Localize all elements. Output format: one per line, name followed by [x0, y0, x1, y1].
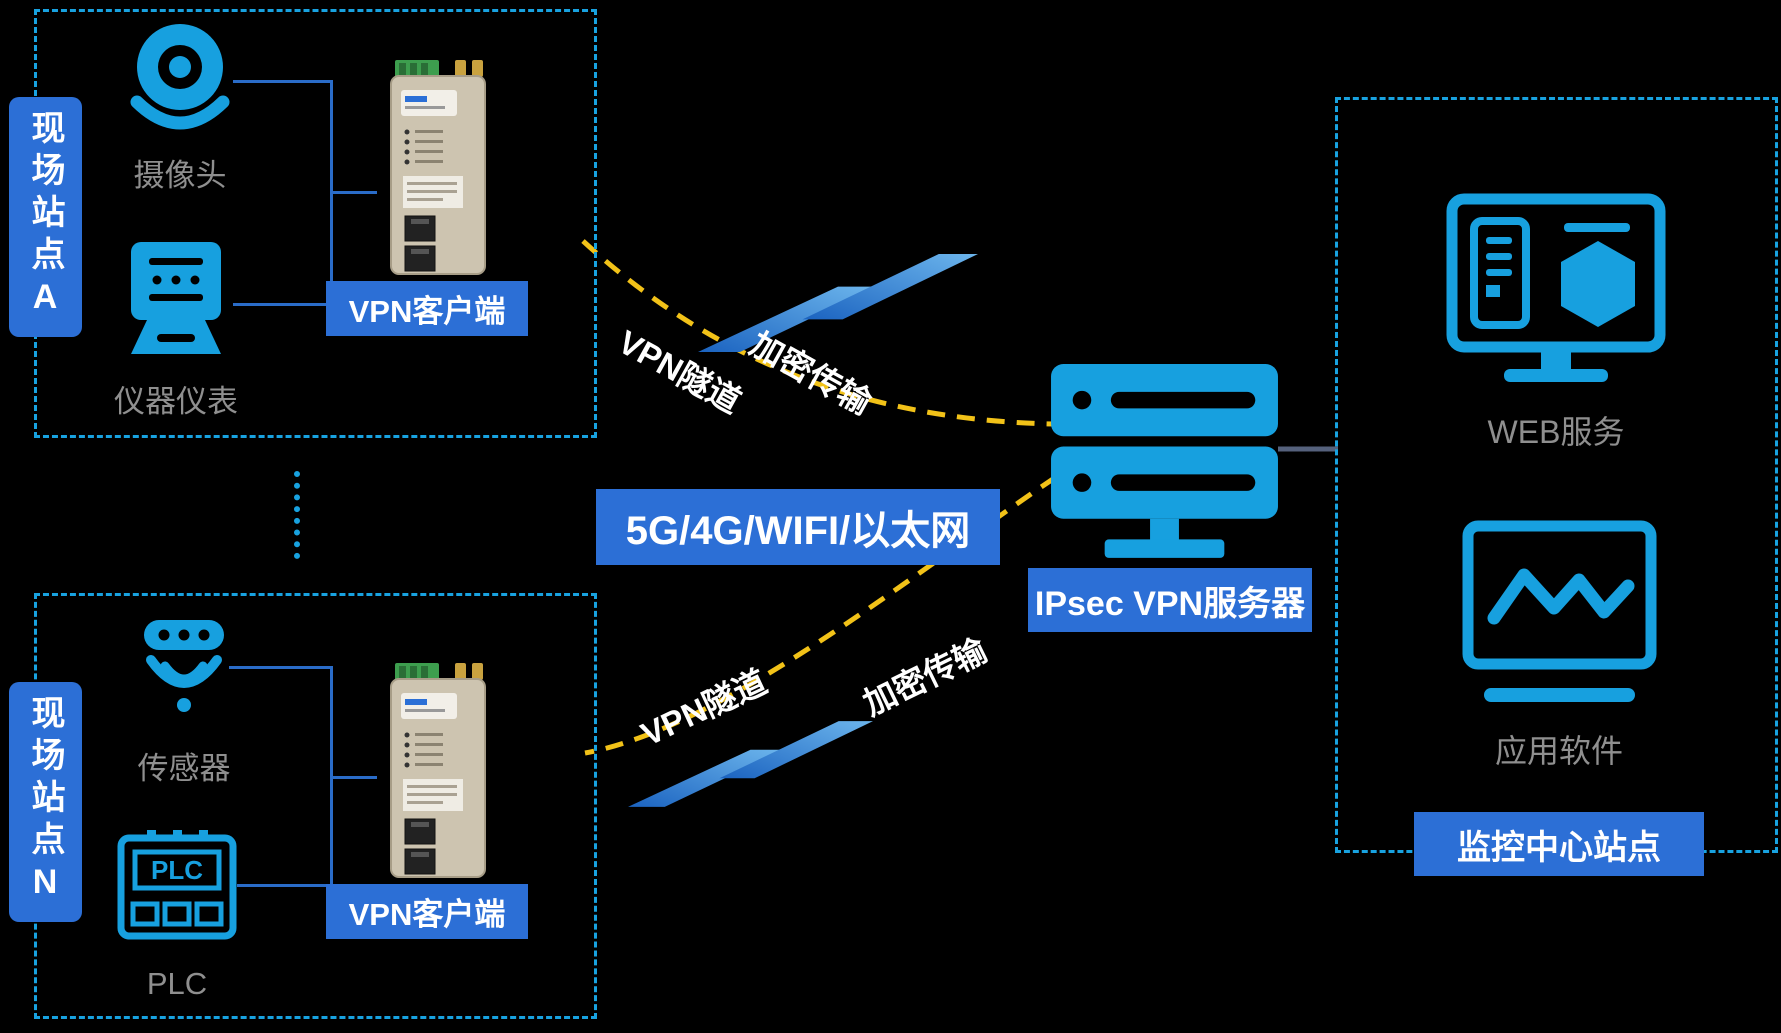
site-a-box: [34, 9, 597, 438]
web-service-label: WEB服务: [1487, 414, 1625, 450]
vpn-client-n-label: VPN客户端: [326, 884, 528, 939]
camera-label: 摄像头: [133, 157, 227, 193]
connector-line: [229, 666, 332, 669]
plc-icon: PLC: [117, 830, 237, 940]
vpn-server-icon: [1051, 364, 1278, 558]
lightning-bolt-top-icon: [698, 254, 978, 352]
site-n-box: [34, 593, 597, 1019]
connector-line: [330, 191, 377, 194]
site-n-title: 现场站点N: [9, 682, 82, 922]
app-software-icon: [1462, 520, 1657, 702]
encrypt-bottom-label: 加密传输: [857, 631, 993, 723]
site-a-title: 现场站点A: [9, 97, 82, 337]
sensor-icon: [144, 620, 224, 712]
plc-label: PLC: [146, 966, 208, 1001]
transport-label: 5G/4G/WIFI/以太网: [596, 489, 1000, 565]
connector-line: [330, 776, 377, 779]
instrument-icon: [131, 242, 221, 354]
camera-icon: [130, 24, 230, 130]
connector-line: [237, 884, 332, 887]
lightning-bolt-bottom-icon: [628, 721, 873, 807]
sensor-label: 传感器: [137, 750, 231, 786]
vpn-client-a-label: VPN客户端: [326, 281, 528, 336]
monitoring-title: 监控中心站点: [1414, 812, 1704, 876]
connector-line: [233, 303, 332, 306]
app-software-label: 应用软件: [1494, 733, 1623, 769]
vpn-router-n-image: [390, 663, 486, 878]
connector-line: [233, 80, 332, 83]
more-sites-dotted-line: [294, 471, 300, 559]
plc-device-text: PLC: [151, 855, 203, 885]
web-service-icon: [1446, 193, 1666, 382]
vpn-router-a-image: [390, 60, 486, 275]
instrument-label: 仪器仪表: [114, 383, 238, 419]
server-label: IPsec VPN服务器: [1028, 568, 1312, 632]
